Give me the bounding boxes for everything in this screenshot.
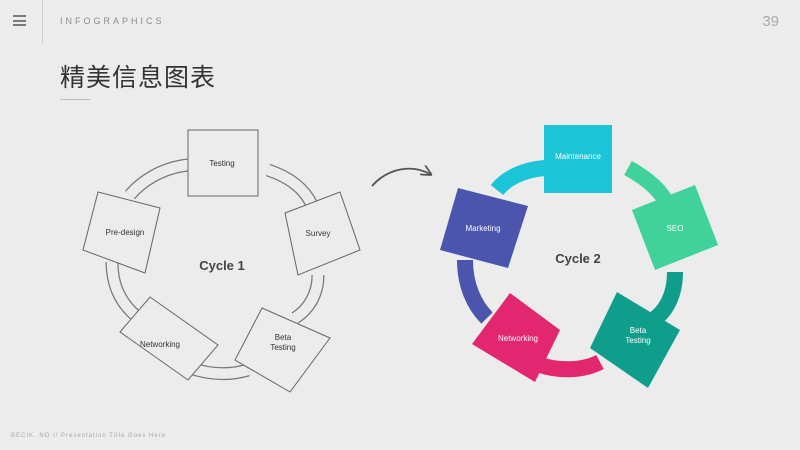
cycle-2-label-marketing: Marketing — [465, 224, 500, 233]
cycle-1-label-networking: Networking — [140, 340, 180, 349]
cycle-1-label-testing: Testing — [209, 159, 234, 168]
page-number: 39 — [762, 13, 779, 30]
header-divider — [42, 0, 43, 44]
section-label: INFOGRAPHICS — [60, 16, 165, 26]
cycle-1-label-survey: Survey — [306, 229, 331, 238]
cycle-2-step-networking — [472, 293, 560, 382]
cycle-2-step-maintenance — [544, 125, 612, 193]
cycle-2-arc-marketing — [457, 259, 493, 324]
cycle-2-arc-networking — [537, 354, 604, 378]
cycle-1-step-testing — [187, 129, 259, 197]
cycle-2-title: Cycle 2 — [555, 251, 601, 266]
cycle-2-step-seo — [632, 185, 718, 270]
cycle-1-step-networking — [119, 296, 219, 381]
page-title: 精美信息图表 — [60, 64, 217, 92]
cycle-1-step-survey — [284, 191, 361, 276]
cycle-1-label-pre-design: Pre-design — [106, 228, 145, 237]
cycle-1-step-beta-testing — [234, 307, 331, 393]
menu-icon[interactable] — [13, 15, 26, 26]
cycle-2-label-seo: SEO — [667, 224, 684, 233]
cycle-1-title: Cycle 1 — [199, 258, 245, 273]
cycle-2-step-beta-testing — [590, 292, 680, 388]
cycle-2-arc-maintenance — [490, 160, 546, 196]
arrow-icon — [371, 169, 430, 187]
footer-text: BECIK. NO // Presentation Title Goes Her… — [11, 433, 167, 439]
cycle-2-step-marketing — [440, 188, 528, 268]
cycle-1-step-pre-design — [82, 191, 161, 274]
cycle-2-label-networking: Networking — [498, 334, 538, 343]
title-underline — [60, 99, 90, 100]
cycle-2-label-maintenance: Maintenance — [555, 152, 601, 161]
